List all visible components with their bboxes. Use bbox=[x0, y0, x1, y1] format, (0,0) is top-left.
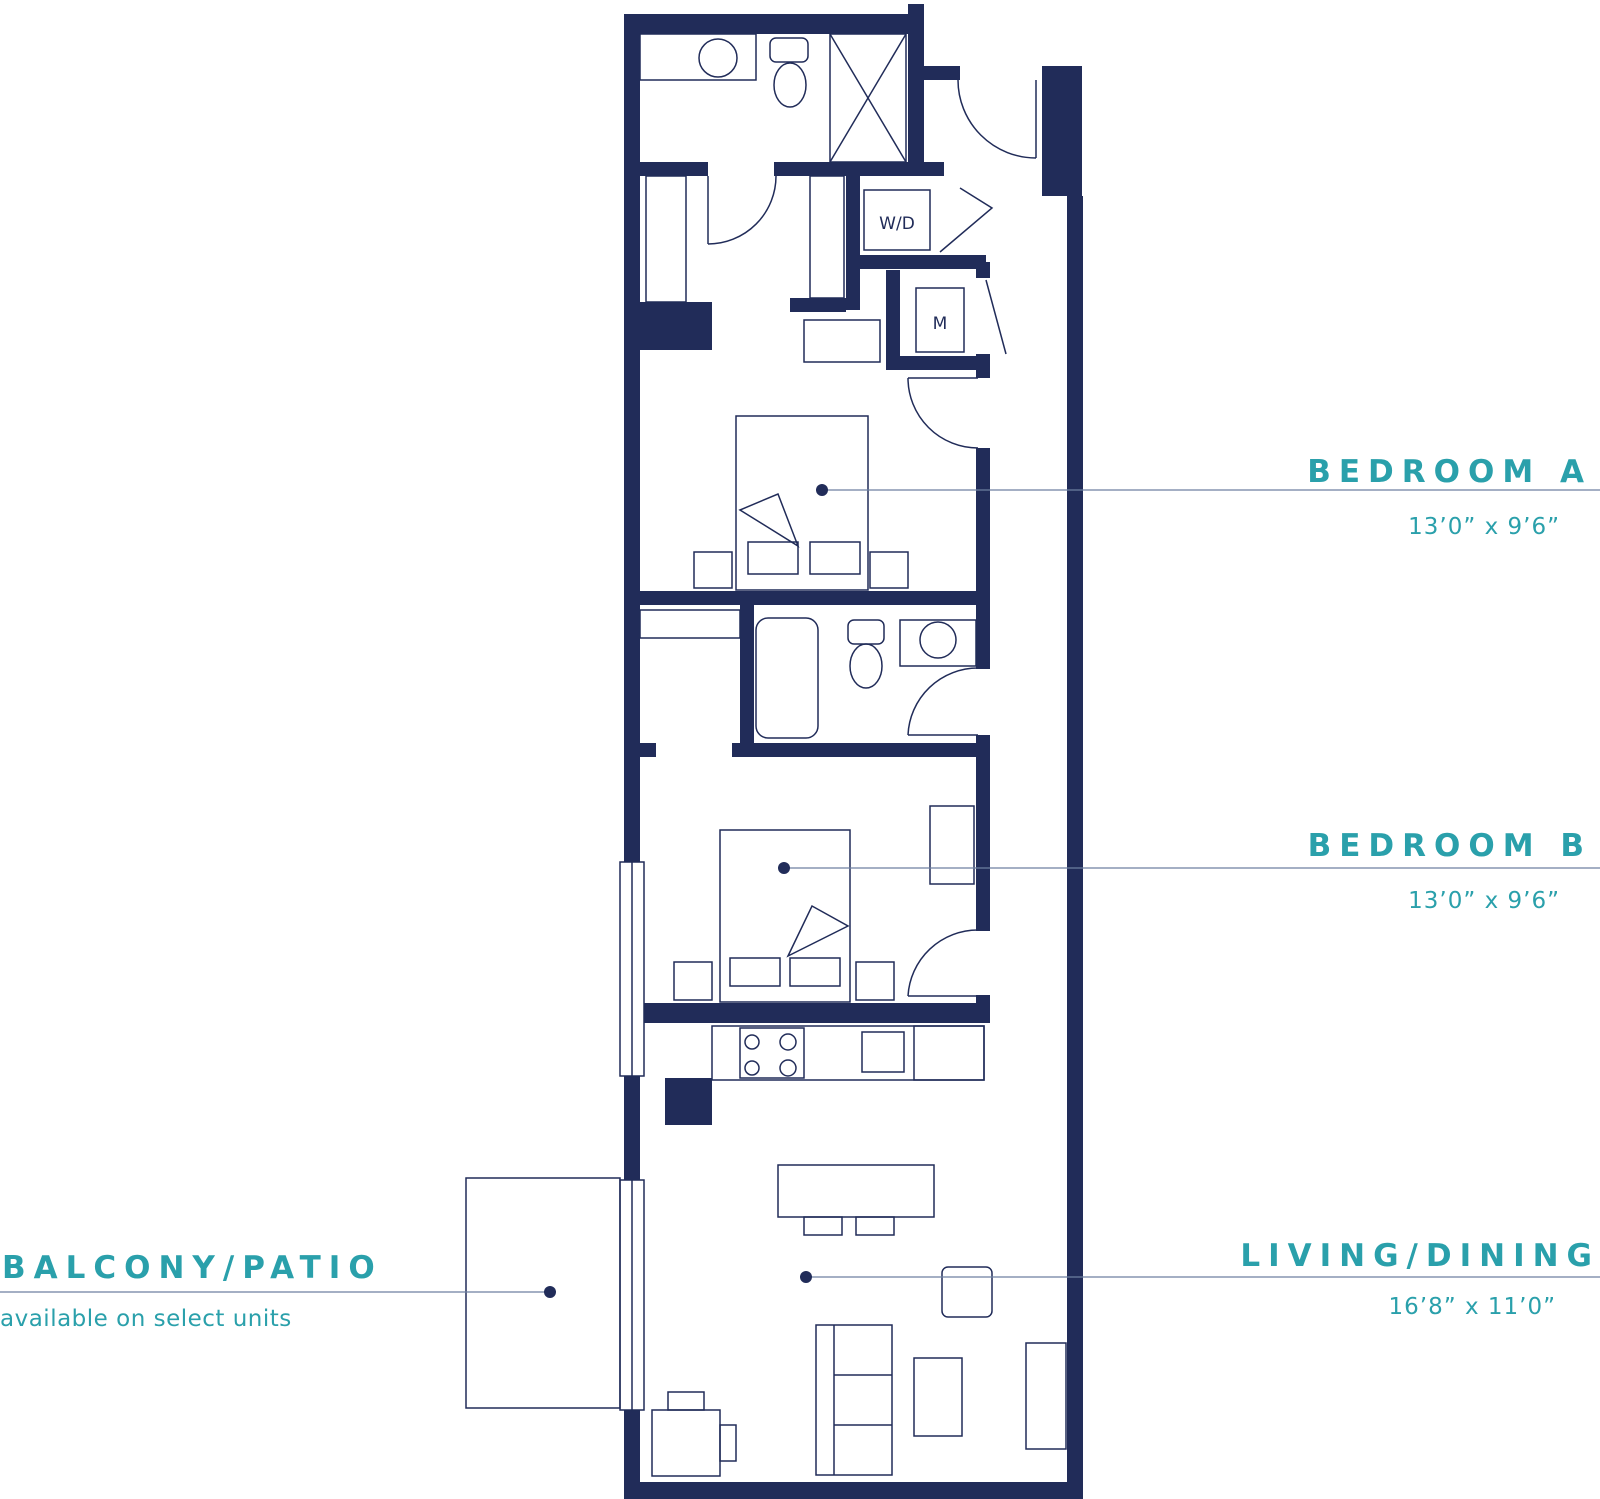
entry-east-jamb bbox=[1042, 66, 1082, 196]
dining-table bbox=[777, 1164, 935, 1218]
sink-icon bbox=[919, 621, 957, 659]
room-markers bbox=[544, 484, 828, 1298]
desk bbox=[651, 1409, 721, 1477]
toilet-tank-icon bbox=[847, 619, 885, 645]
north-wall bbox=[624, 14, 924, 34]
bedroom-b-marker bbox=[778, 862, 790, 874]
refrigerator bbox=[913, 1025, 985, 1081]
bed-b bbox=[719, 829, 851, 1003]
cooktop bbox=[739, 1027, 805, 1079]
vanity bbox=[639, 33, 757, 81]
bedroom-a-dims: 13’0” x 9’6” bbox=[1408, 514, 1560, 540]
pillow bbox=[747, 541, 799, 575]
top-bath-south-wall bbox=[640, 162, 708, 176]
toilet-bowl-icon bbox=[849, 643, 883, 689]
closet-shelf-2 bbox=[809, 175, 845, 299]
nightstand bbox=[693, 551, 733, 589]
bedroom-b-dims: 13’0” x 9’6” bbox=[1408, 888, 1560, 914]
closet-pillar bbox=[640, 302, 712, 350]
south-wall bbox=[624, 1482, 1083, 1499]
fixtures bbox=[465, 33, 1067, 1477]
balcony-note: available on select units bbox=[0, 1306, 292, 1332]
living-marker bbox=[800, 1271, 812, 1283]
mechanical-unit bbox=[915, 287, 965, 353]
sofa bbox=[815, 1324, 893, 1476]
east-exterior-wall bbox=[1067, 196, 1083, 1489]
mech-jamb-2 bbox=[976, 354, 990, 378]
bath-b-south-wall bbox=[732, 743, 990, 757]
bedroom-a-east-wall bbox=[976, 448, 990, 600]
bedroom-b-door-swing bbox=[907, 929, 979, 997]
bath-b-west-wall bbox=[740, 605, 754, 757]
entry-door-swing bbox=[957, 79, 1037, 159]
armchair bbox=[941, 1266, 993, 1318]
bedroom-a-door-swing bbox=[907, 377, 979, 449]
balcony bbox=[465, 1177, 621, 1409]
wd-south-wall bbox=[846, 255, 986, 269]
bed-b-sheet bbox=[786, 904, 850, 958]
bedroom-a-south-wall bbox=[640, 591, 990, 605]
nightstand bbox=[869, 551, 909, 589]
bathtub bbox=[755, 617, 819, 739]
bedroom-a-title: BEDROOM A bbox=[1307, 454, 1592, 490]
closet-shelf bbox=[645, 175, 687, 303]
bedroom-b-south-wall bbox=[640, 1003, 990, 1023]
dresser-b bbox=[929, 805, 975, 885]
wd-label: W/D bbox=[879, 214, 915, 234]
bath-b-east-wall bbox=[976, 605, 990, 669]
mech-west-wall bbox=[886, 270, 900, 368]
closet-shelf-3 bbox=[639, 609, 741, 639]
top-bath-south-wall-2 bbox=[774, 162, 944, 176]
mech-south-wall bbox=[886, 356, 990, 370]
desk-side bbox=[719, 1424, 737, 1462]
living-dining-title: LIVING/DINING bbox=[1240, 1238, 1600, 1274]
mechanical-label: M bbox=[933, 314, 948, 334]
pillow bbox=[809, 541, 861, 575]
kitchen-pillar bbox=[665, 1078, 712, 1125]
desk-chair bbox=[667, 1391, 705, 1411]
vanity-b bbox=[899, 619, 977, 667]
living-dining-dims: 16’8” x 11’0” bbox=[1388, 1294, 1556, 1320]
bed-a bbox=[735, 415, 869, 591]
walls bbox=[624, 4, 1083, 1499]
chair bbox=[803, 1216, 843, 1236]
coffee-table bbox=[913, 1357, 963, 1437]
shower bbox=[829, 33, 907, 163]
toilet-bowl-icon bbox=[773, 62, 807, 108]
kitchen-counter bbox=[711, 1025, 985, 1081]
entry-wall-stub bbox=[924, 66, 960, 80]
washer-dryer bbox=[863, 189, 931, 251]
bath-door-swing bbox=[707, 175, 777, 245]
mech-jamb bbox=[976, 262, 990, 278]
balcony-marker bbox=[544, 1286, 556, 1298]
mech-door bbox=[985, 279, 1007, 355]
toilet-tank-icon bbox=[769, 37, 809, 63]
bath-b-door-swing bbox=[907, 667, 979, 736]
pillow bbox=[729, 957, 781, 987]
pillow bbox=[789, 957, 841, 987]
west-exterior-wall bbox=[624, 14, 640, 1499]
wd-door-swing bbox=[939, 187, 994, 253]
nightstand bbox=[673, 961, 713, 1001]
bath-east-wall bbox=[908, 4, 924, 164]
balcony-title: BALCONY/PATIO bbox=[2, 1250, 383, 1286]
tv-console bbox=[1025, 1342, 1067, 1450]
chair bbox=[855, 1216, 895, 1236]
bedroom-b-title: BEDROOM B bbox=[1307, 828, 1592, 864]
dresser bbox=[803, 319, 881, 363]
stub-wall bbox=[640, 743, 656, 757]
sink-icon bbox=[698, 38, 738, 78]
bedroom-b-east-wall bbox=[976, 735, 990, 931]
closet-wall bbox=[790, 298, 846, 312]
bedroom-a-marker bbox=[816, 484, 828, 496]
kitchen-sink-icon bbox=[861, 1031, 905, 1073]
leader-lines bbox=[0, 489, 1600, 1293]
wd-west-wall bbox=[846, 176, 860, 310]
nightstand bbox=[855, 961, 895, 1001]
bed-a-sheet bbox=[738, 493, 800, 548]
